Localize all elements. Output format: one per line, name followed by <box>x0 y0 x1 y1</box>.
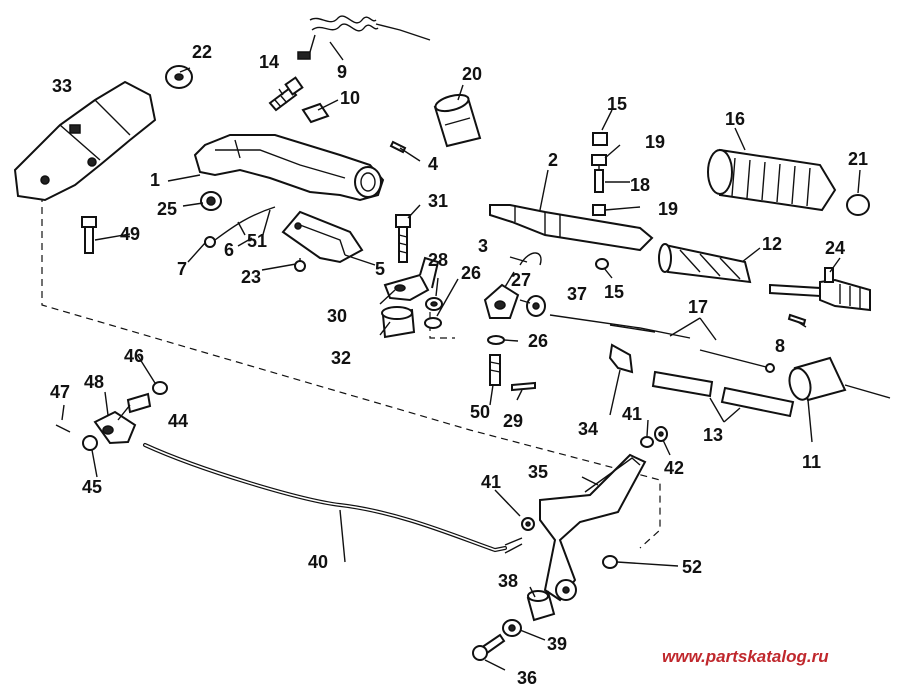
part-sleeves-13 <box>651 370 795 418</box>
part-screw-14 <box>268 76 304 112</box>
label-49: 49 <box>120 224 140 244</box>
label-22: 22 <box>192 42 212 62</box>
label-31: 31 <box>428 191 448 211</box>
label-29: 29 <box>503 411 523 431</box>
part-grommet-25 <box>200 191 222 211</box>
label-48: 48 <box>84 372 104 392</box>
guide-lines <box>41 195 661 549</box>
label-24: 24 <box>825 238 845 258</box>
label-20: 20 <box>462 64 482 84</box>
label-28: 28 <box>428 250 448 270</box>
label-7: 7 <box>177 259 187 279</box>
label-5: 5 <box>375 259 385 279</box>
label-39: 39 <box>547 634 567 654</box>
part-stud-50 <box>489 354 501 386</box>
label-18: 18 <box>630 175 650 195</box>
part-throttle-cable <box>549 314 891 402</box>
label-10: 10 <box>340 88 360 108</box>
part-shift-rod-40 <box>143 443 523 554</box>
part-pin-29 <box>511 381 536 392</box>
label-34: 34 <box>578 419 598 439</box>
part-clip-34 <box>608 343 634 374</box>
part-screw-49 <box>81 216 97 254</box>
label-3: 3 <box>478 236 488 256</box>
part-bolt-31 <box>395 214 411 263</box>
part-nut-41-upper <box>640 426 668 448</box>
part-end-cap-21 <box>846 194 870 216</box>
label-35: 35 <box>528 462 548 482</box>
label-8: 8 <box>775 336 785 356</box>
label-14: 14 <box>259 52 279 72</box>
label-11: 11 <box>802 452 821 472</box>
label-46: 46 <box>124 346 144 366</box>
part-spring-9 <box>297 15 431 60</box>
watermark-text: www.partskatalog.ru <box>662 647 829 666</box>
part-grip-sleeve-12 <box>658 243 752 284</box>
part-housing-bracket <box>13 80 157 202</box>
label-15a: 15 <box>607 94 627 114</box>
label-52: 52 <box>682 557 702 577</box>
label-38: 38 <box>498 571 518 591</box>
part-tiller-housing <box>193 134 385 202</box>
label-15b: 15 <box>604 282 624 302</box>
label-6: 6 <box>224 240 234 260</box>
leader-lines <box>61 41 861 671</box>
label-25: 25 <box>157 199 177 219</box>
label-21: 21 <box>848 149 868 169</box>
part-washer-26 <box>487 335 505 345</box>
part-throttle-shaft <box>489 204 654 252</box>
label-50: 50 <box>470 402 490 422</box>
part-switch-24 <box>769 267 871 312</box>
label-4: 4 <box>428 154 438 174</box>
label-19b: 19 <box>658 199 678 219</box>
label-51: 51 <box>247 231 267 251</box>
label-36: 36 <box>517 668 537 686</box>
part-pin-8 <box>787 313 807 326</box>
part-number-labels: 1 2 3 4 5 6 7 8 9 10 11 12 13 14 15 15 1… <box>50 42 868 686</box>
label-23: 23 <box>241 267 261 287</box>
label-47: 47 <box>50 382 70 402</box>
part-bushing-20 <box>433 93 482 148</box>
part-washer-52 <box>602 555 618 569</box>
label-44: 44 <box>168 411 188 431</box>
label-26a: 26 <box>461 263 481 283</box>
part-nut-28 <box>424 297 443 329</box>
label-12: 12 <box>762 234 782 254</box>
label-26b: 26 <box>528 331 548 351</box>
part-wire-lead <box>204 206 276 248</box>
label-2: 2 <box>548 150 558 170</box>
label-37: 37 <box>567 284 587 304</box>
label-9: 9 <box>337 62 347 82</box>
part-shift-lever-35 <box>539 453 647 602</box>
label-41a: 41 <box>622 404 642 424</box>
part-cap-22 <box>165 65 193 89</box>
part-screw-23 <box>294 258 306 272</box>
label-45: 45 <box>82 477 102 497</box>
label-32: 32 <box>331 348 351 368</box>
part-spring-clip-27 <box>519 252 542 266</box>
label-1: 1 <box>150 170 160 190</box>
part-grip-16 <box>707 148 837 212</box>
label-13: 13 <box>703 425 723 445</box>
label-33: 33 <box>52 76 72 96</box>
label-40: 40 <box>308 552 328 572</box>
label-41b: 41 <box>481 472 501 492</box>
part-bracket-plate <box>281 210 364 264</box>
label-17: 17 <box>688 297 708 317</box>
label-27: 27 <box>511 270 531 290</box>
part-rod-end-assembly <box>55 381 168 451</box>
part-small-column <box>591 132 609 270</box>
part-spacer-32 <box>381 306 416 339</box>
part-lower-hardware <box>472 590 556 661</box>
label-19a: 19 <box>645 132 665 152</box>
label-42: 42 <box>664 458 684 478</box>
label-16: 16 <box>725 109 745 129</box>
part-nut-41-lower <box>521 517 535 531</box>
label-30: 30 <box>327 306 347 326</box>
part-link-arm-30 <box>383 256 440 302</box>
part-block-26 <box>483 283 546 319</box>
